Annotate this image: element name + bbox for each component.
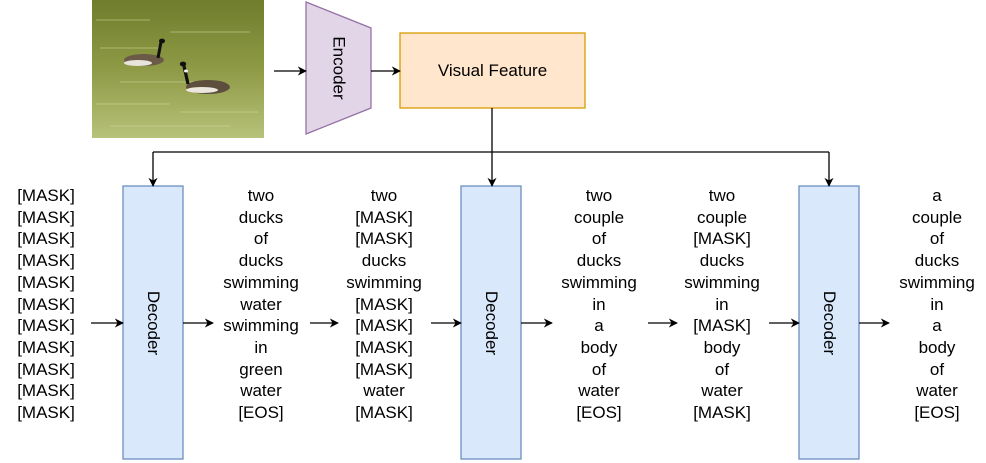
token: [MASK]: [17, 207, 75, 227]
token: [MASK]: [17, 229, 75, 249]
token: [MASK]: [693, 403, 751, 423]
token: a: [594, 316, 604, 336]
token: two: [247, 186, 275, 205]
token: [MASK]: [693, 316, 751, 336]
token-column-remasked-2: two couple [MASK] ducks swimming in [MAS…: [672, 185, 772, 424]
token: water: [578, 381, 620, 401]
token: ducks: [238, 207, 284, 227]
token: ducks: [914, 251, 960, 271]
token-column-input-masked: [MASK] [MASK] [MASK] [MASK] [MASK] [MASK…: [0, 185, 96, 424]
decoder-3-label-box: Decoder: [799, 186, 859, 459]
token: [EOS]: [576, 403, 622, 423]
token: [MASK]: [17, 251, 75, 271]
token-column-output-final: a couple of ducks swimming in a body of …: [887, 185, 986, 424]
token: [MASK]: [693, 229, 751, 249]
visual-feature-label: Visual Feature: [437, 60, 548, 80]
goose-left: [124, 38, 165, 66]
token: body: [918, 337, 956, 357]
token: [MASK]: [17, 186, 75, 205]
token: ducks: [576, 251, 622, 271]
decoder-1-label: Decoder: [144, 290, 164, 355]
token-column-output-2: two couple of ducks swimming in a body o…: [549, 185, 649, 424]
token: swimming: [223, 316, 299, 336]
token: [EOS]: [914, 403, 960, 423]
token: couple: [696, 207, 748, 227]
token: swimming: [346, 272, 422, 292]
token: [MASK]: [355, 403, 413, 423]
feature-broadcast-connector: [148, 108, 834, 187]
token: ducks: [361, 251, 407, 271]
token: [MASK]: [17, 381, 75, 401]
token: of: [591, 229, 607, 249]
decoder-2-label: Decoder: [482, 290, 502, 355]
token: a: [932, 186, 942, 205]
encoder-block: [305, 1, 372, 135]
token: [MASK]: [355, 294, 413, 314]
token: [MASK]: [355, 207, 413, 227]
token: green: [239, 359, 283, 379]
decoder-block-3: [798, 185, 860, 460]
input-photo: [92, 0, 264, 138]
token: [MASK]: [17, 337, 75, 357]
token-column-remasked-1: two [MASK] [MASK] ducks swimming [MASK] …: [334, 185, 434, 424]
feature-label-box: Visual Feature: [400, 33, 585, 108]
goose-right: [179, 61, 230, 94]
token: [MASK]: [17, 316, 75, 336]
token: couple: [573, 207, 625, 227]
token: [MASK]: [17, 359, 75, 379]
token: of: [929, 359, 945, 379]
decoder-block-1: [122, 185, 184, 460]
token: ducks: [699, 251, 745, 271]
token: [MASK]: [17, 403, 75, 423]
token: [EOS]: [238, 403, 284, 423]
decoder-1-label-box: Decoder: [123, 186, 183, 459]
token: water: [363, 381, 405, 401]
token: of: [714, 359, 730, 379]
token: couple: [911, 207, 963, 227]
token: [MASK]: [17, 272, 75, 292]
token: two: [585, 186, 613, 205]
token: in: [592, 294, 606, 314]
token: [MASK]: [355, 337, 413, 357]
token-column-output-1: two ducks of ducks swimming water swimmi…: [211, 185, 311, 424]
token: two: [708, 186, 736, 205]
token: water: [240, 294, 282, 314]
encoder-label-box: Encoder: [306, 2, 371, 134]
token: in: [715, 294, 729, 314]
token: in: [254, 337, 268, 357]
token: water: [240, 381, 282, 401]
token: body: [580, 337, 618, 357]
token: [MASK]: [355, 229, 413, 249]
token: [MASK]: [355, 316, 413, 336]
token: in: [930, 294, 944, 314]
token: body: [703, 337, 741, 357]
token: water: [701, 381, 743, 401]
token: two: [370, 186, 398, 205]
decoder-3-label: Decoder: [820, 290, 840, 355]
token: swimming: [223, 272, 299, 292]
token: of: [591, 359, 607, 379]
token: of: [253, 229, 269, 249]
token: a: [932, 316, 942, 336]
encoder-label: Encoder: [329, 36, 349, 100]
token: [MASK]: [17, 294, 75, 314]
token: swimming: [899, 272, 975, 292]
token: swimming: [561, 272, 637, 292]
token: swimming: [684, 272, 760, 292]
token: of: [929, 229, 945, 249]
token: ducks: [238, 251, 284, 271]
token: water: [916, 381, 958, 401]
decoder-2-label-box: Decoder: [461, 186, 521, 459]
token: [MASK]: [355, 359, 413, 379]
